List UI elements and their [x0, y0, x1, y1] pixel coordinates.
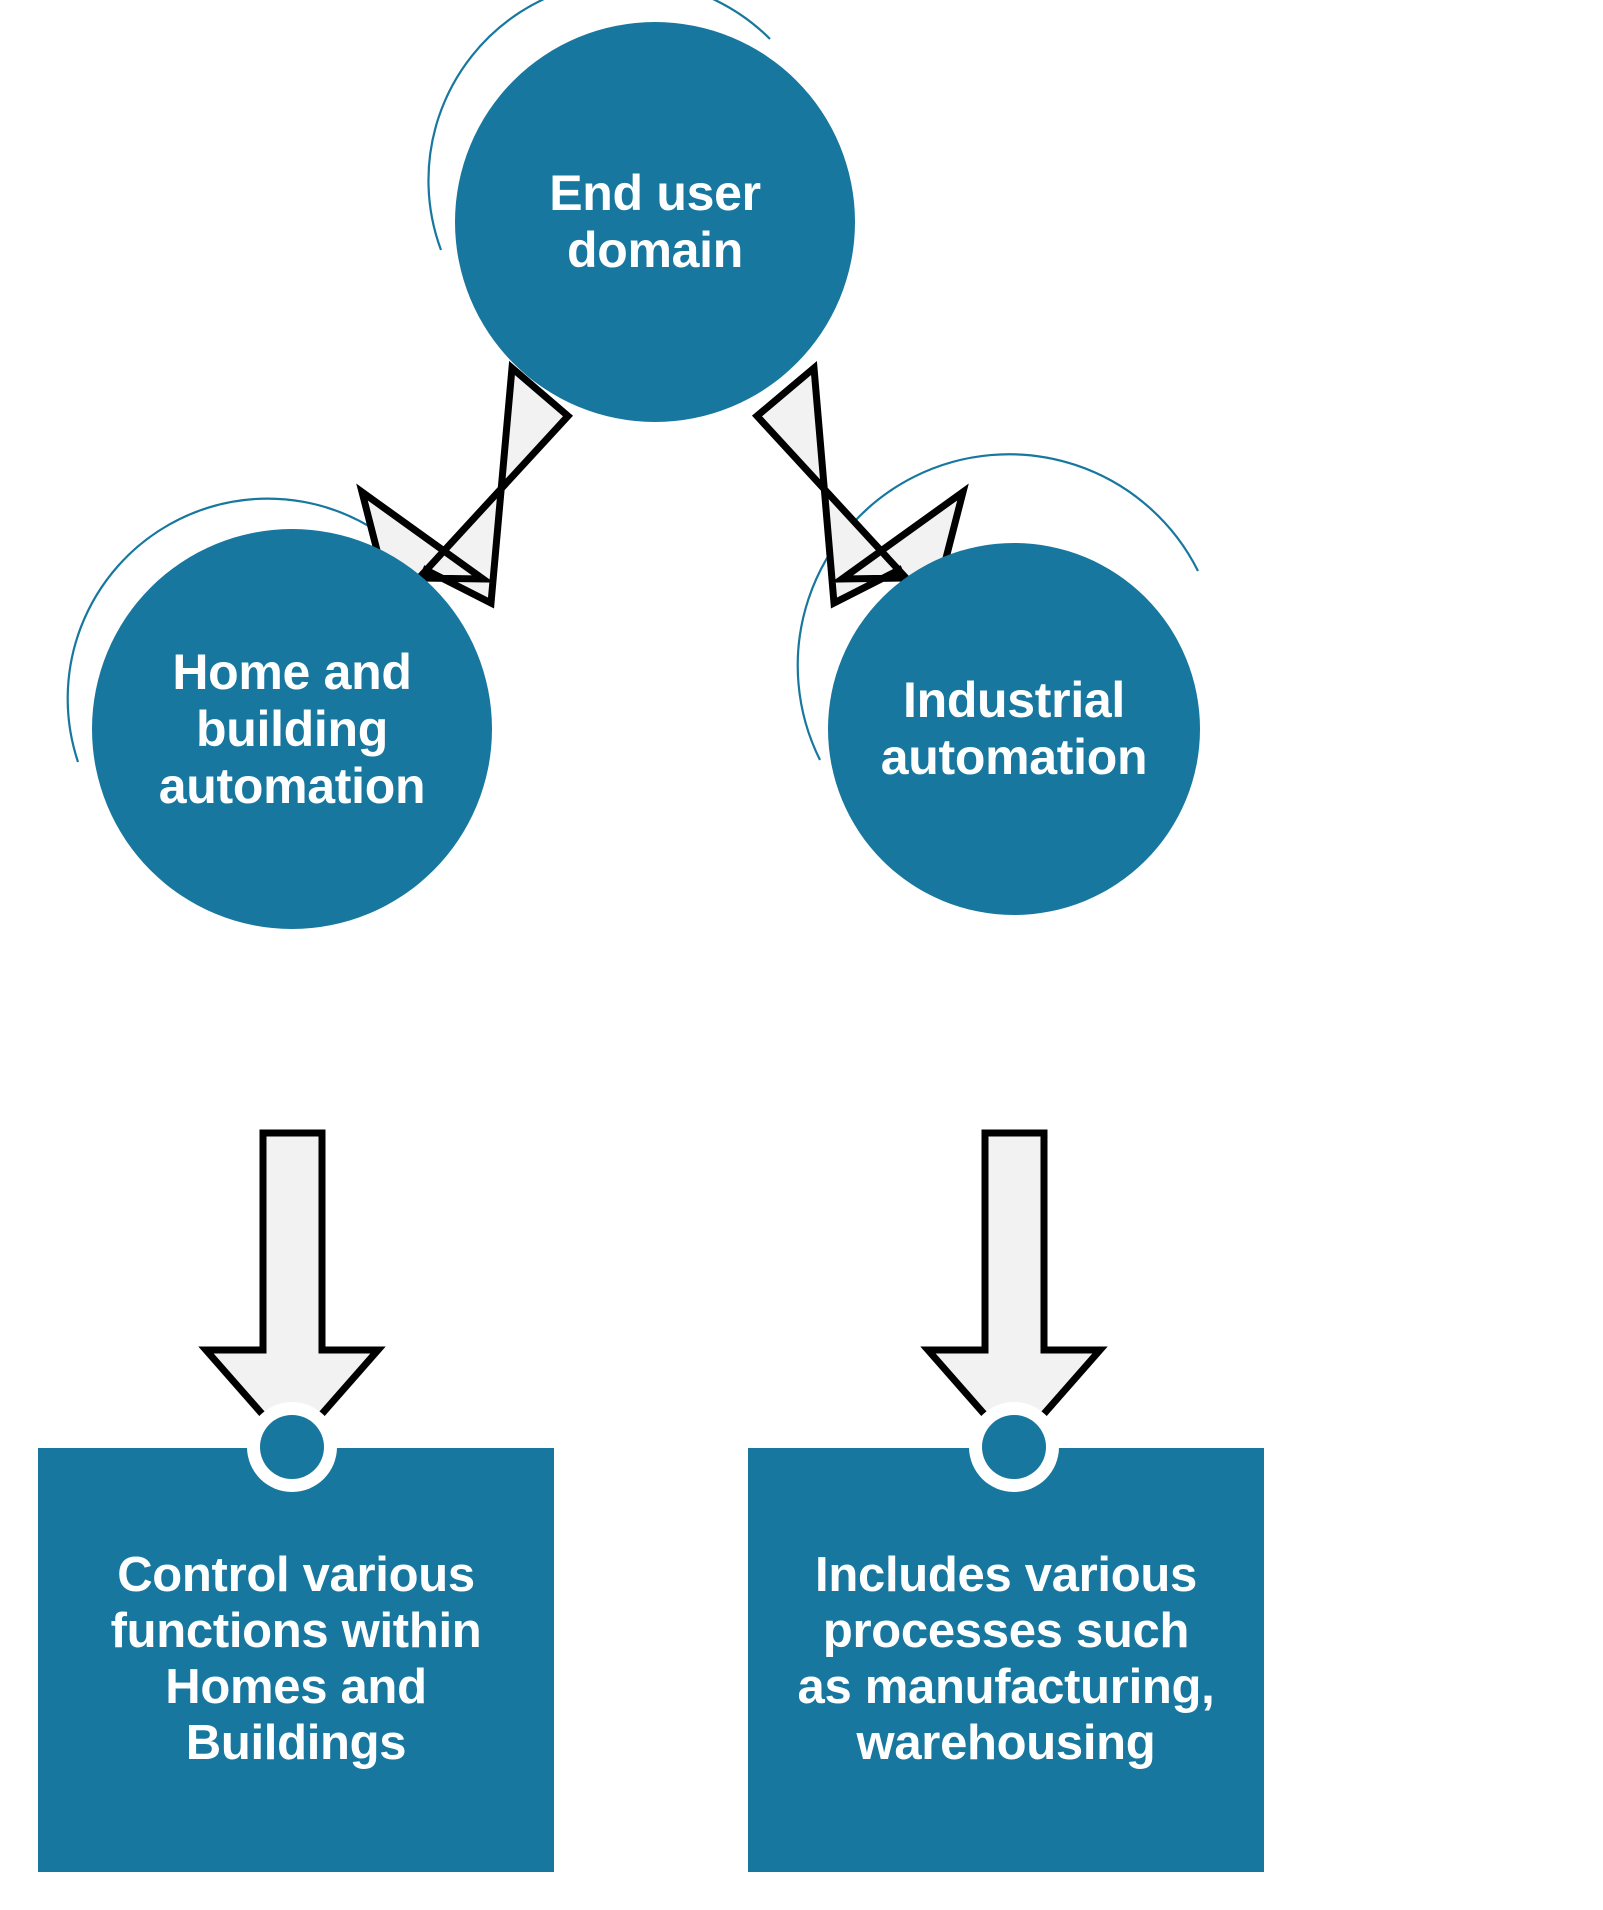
arrow-to-home-building [356, 360, 574, 643]
arrow-home-to-description [198, 1129, 386, 1454]
arrow-industrial-to-description [920, 1129, 1108, 1454]
node-circle-industrial-automation[interactable] [828, 543, 1200, 915]
decorative-ring-arc-industrial [796, 453, 1199, 761]
decorative-ring-arc-end-user [427, 0, 771, 251]
decorative-ring-arc-home-building [66, 497, 421, 763]
connector-dot-industrial [982, 1415, 1046, 1479]
node-circle-end-user-domain[interactable] [455, 22, 855, 422]
node-circle-home-building-automation[interactable] [92, 529, 492, 929]
connector-dot-home [260, 1415, 324, 1479]
node-box-industrial-description[interactable] [748, 1448, 1264, 1872]
node-box-home-building-description[interactable] [38, 1448, 554, 1872]
arrow-to-industrial [751, 360, 969, 643]
